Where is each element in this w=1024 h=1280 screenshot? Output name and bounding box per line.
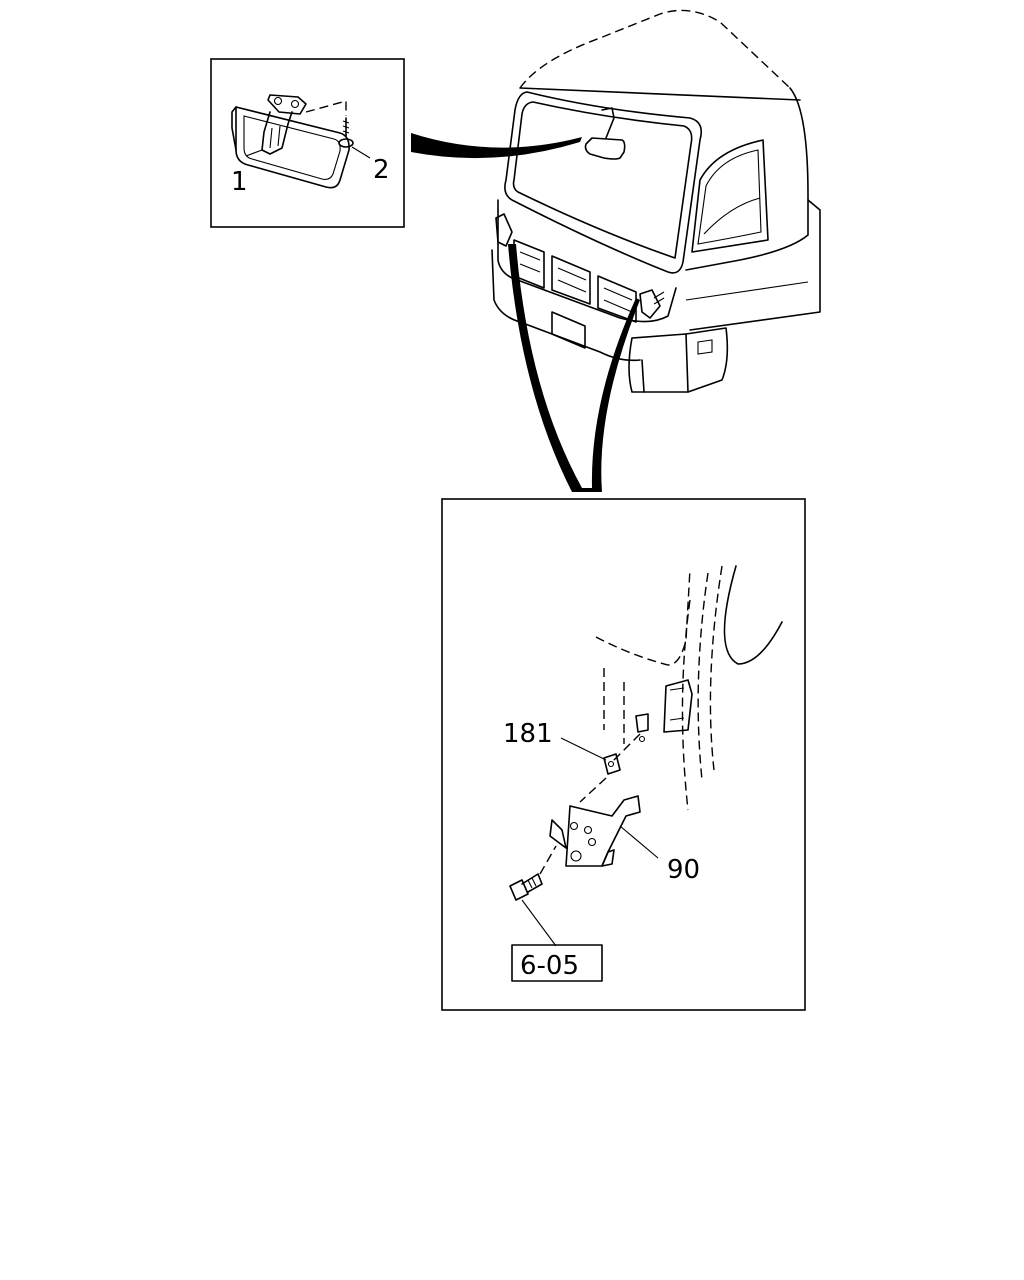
leader-part-90 [619,825,659,859]
bracket-part-90[interactable] [549,795,641,867]
clip-part-181[interactable] [603,753,621,775]
screw-part[interactable] [338,117,354,148]
truck-cab [491,9,821,393]
mirror-inset-frame [210,58,405,228]
mirror-pointer-arrow [411,133,582,159]
callout-ref-box[interactable]: 6-05 [520,951,579,981]
leader-part-2 [351,146,371,159]
bolt-part[interactable] [509,873,543,901]
cab-hinge-plate [663,679,693,733]
cab-edge-line [595,568,691,666]
leader-part-181 [560,737,607,761]
hinge-inset: 181 90 6-05 [441,498,806,1011]
callout-part-90: 90 [667,855,700,885]
callout-part-1: 1 [231,167,248,197]
hinge-inset-frame [441,498,806,1011]
rear-view-mirror[interactable] [231,94,350,189]
mirror-inset: 1 2 [210,58,405,228]
leader-part-1 [245,149,263,157]
leader-ref-box [521,899,557,947]
mount-dash-line [305,100,347,116]
callout-part-181: 181 [503,719,553,749]
callout-part-2: 2 [373,155,390,185]
hinge-pointer-arrow [508,244,640,492]
ref-box-frame[interactable] [511,944,603,982]
